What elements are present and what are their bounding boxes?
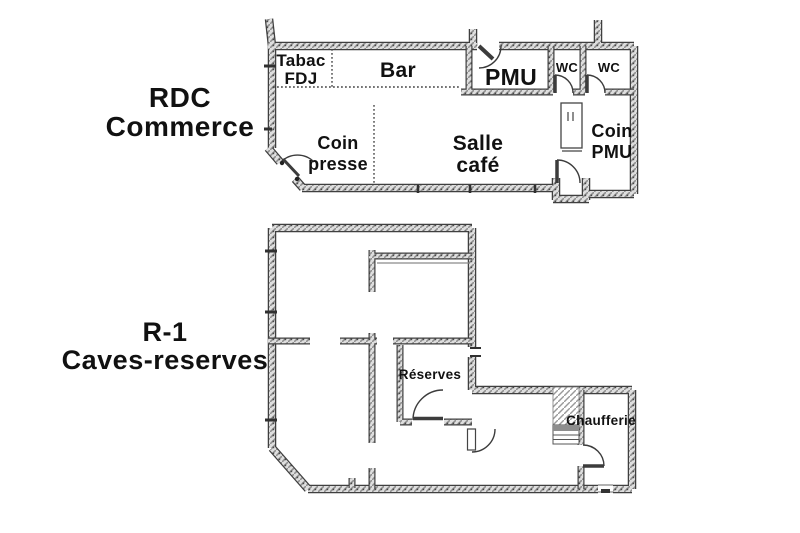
rdc-doors	[279, 44, 606, 184]
r1-room-labels: Réserves Chaufferie	[399, 367, 636, 428]
room-label-salle-cafe-line2: café	[456, 154, 499, 177]
floor-title-r1-line1: R-1	[142, 317, 188, 347]
coin-pmu-door	[555, 159, 581, 184]
room-label-reserves: Réserves	[399, 367, 461, 382]
room-label-coin-presse-line2: presse	[308, 154, 368, 174]
coin-pmu-cupboard	[560, 102, 583, 152]
room-label-chaufferie: Chaufferie	[566, 413, 636, 428]
room-label-salle-cafe-line1: Salle	[453, 132, 504, 155]
floor-title-r1-line2: Caves-reserves	[61, 344, 269, 375]
room-label-tabac-line1: Tabac	[276, 51, 325, 70]
r1-interior-walls	[268, 250, 585, 489]
floor-title-rdc-line2: Commerce	[105, 110, 255, 142]
wc-right-door	[585, 74, 606, 94]
coin-presse-door	[279, 154, 315, 182]
room-label-coin-pmu-line2: PMU	[592, 142, 633, 162]
room-label-wc-left: WC	[556, 60, 579, 75]
floor-title-rdc: RDC Commerce	[30, 82, 330, 142]
pmu-entry-door	[477, 44, 502, 69]
rdc-interior-walls	[461, 46, 634, 96]
r1-plan: Réserves Chaufferie	[265, 223, 637, 494]
room-label-wc-right: WC	[598, 60, 621, 75]
floor-title-r1: R-1 Caves-reserves	[15, 317, 315, 375]
r1-doors	[412, 389, 605, 468]
stairs	[552, 424, 580, 445]
hatched-wall	[552, 386, 580, 426]
rdc-dotted-partitions	[273, 49, 461, 184]
r1-outer-walls	[267, 223, 637, 494]
room-label-bar: Bar	[380, 59, 416, 82]
r1-bottom-wall-opening	[598, 483, 613, 494]
floor-title-rdc-line1: RDC	[148, 82, 212, 113]
rdc-wall-ticks	[264, 64, 537, 193]
room-label-coin-presse-line1: Coin	[317, 133, 358, 153]
wc-left-door	[553, 74, 574, 94]
r1-wall-ticks	[265, 249, 481, 422]
r1-stair-block	[552, 386, 580, 445]
rdc-outer-walls	[264, 18, 639, 204]
room-label-coin-pmu-line1: Coin	[591, 121, 632, 141]
reserves-door	[412, 389, 444, 421]
chaufferie-door	[582, 444, 605, 468]
room-label-pmu: PMU	[485, 64, 537, 90]
rdc-plan: Tabac FDJ Bar PMU WC WC Coin presse Sall…	[264, 18, 639, 204]
rdc-room-labels: Tabac FDJ Bar PMU WC WC Coin presse Sall…	[276, 51, 632, 177]
extension-door	[466, 428, 496, 453]
room-label-tabac-line2: FDJ	[284, 69, 317, 88]
